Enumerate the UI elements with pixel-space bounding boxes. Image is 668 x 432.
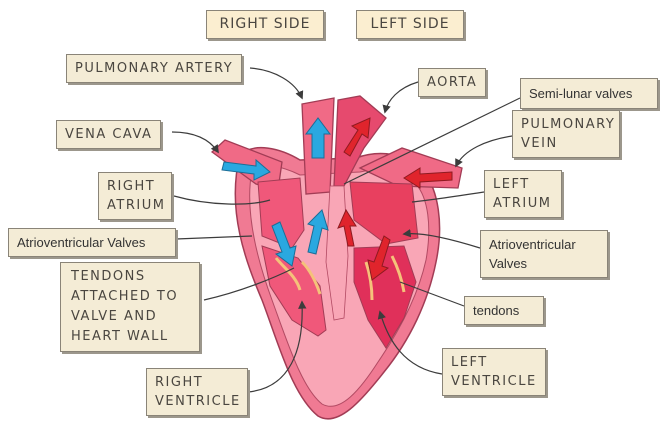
aorta-leader [382,81,419,114]
blue-arrow-into-ventricle [271,221,297,267]
semi-lunar-valves-label: Semi-lunar valves [520,78,658,109]
right-tendon [274,257,302,291]
blue-arrow-vena-cava [221,158,271,181]
left-ventricle-label: LEFT VENTRICLE [442,348,546,396]
pulmonary-vein-label-line-1: PULMONARY [521,117,616,132]
av-valves-left-label: Atrioventricular Valves [8,228,176,257]
tendons-attached-leader [203,267,295,301]
vena-cava-leader [171,131,219,154]
right-atrium-label-line-1: RIGHT [107,179,156,194]
tendons-attached-line-2: ATTACHED TO [71,289,179,304]
pulmonary-artery-leader [249,67,304,100]
right-ventricle-label-line-2: VENTRICLE [155,394,241,409]
left-ventricle-label-line-2: VENTRICLE [451,374,537,389]
tendons-attached-line-3: VALVE AND [71,309,158,324]
tendons-attached-line-1: TENDONS [71,269,146,284]
right-ventricle-leader [247,300,307,393]
tendons-attached-label: TENDONS ATTACHED TO VALVE AND HEART WALL [60,262,200,352]
av-valves-right-label: Atrioventricular Valves [480,230,608,278]
av-valves-right-leader [402,229,481,249]
right-atrium-label: RIGHT ATRIUM [98,172,172,220]
left-side-header: LEFT SIDE [356,10,464,39]
pulmonary-vein-label-line-2: VEIN [521,136,558,151]
left-atrium-leader [411,191,485,203]
right-side-header: RIGHT SIDE [206,10,324,39]
left-tendon-2 [390,255,406,293]
aorta-label: AORTA [418,68,487,97]
semi-lunar-leader [343,97,521,185]
left-ventricle-label-line-1: LEFT [451,355,488,370]
av-valves-left-leader [175,235,253,240]
left-atrium-label: LEFT ATRIUM [484,170,562,218]
leader-lines [171,67,521,393]
left-tendon [364,261,374,301]
right-ventricle-label: RIGHT VENTRICLE [146,368,248,416]
right-atrium-chamber [257,177,305,249]
tendons-label: tendons [464,296,544,325]
red-arrow-out-of-ventricle [337,208,357,247]
left-atrium-label-line-2: ATRIUM [493,196,552,211]
red-arrow-into-ventricle [367,235,391,281]
left-atrium-chamber [349,181,419,245]
av-valves-right-label-line-2: Valves [489,256,528,271]
pulmonary-vein-leader [455,135,513,168]
pulmonary-artery-label: PULMONARY ARTERY [66,54,243,83]
red-arrow-pulmonary-vein [403,167,453,189]
av-valves-right-label-line-1: Atrioventricular [489,237,576,252]
blood-flow-arrows [221,117,453,281]
vena-cava-label: VENA CAVA [56,120,162,149]
pulmonary-vein-label: PULMONARY VEIN [512,110,620,158]
red-arrow-aorta [343,117,371,157]
right-tendon-2 [300,260,322,295]
blue-arrow-pulmonary-artery [305,117,331,159]
left-atrium-label-line-1: LEFT [493,177,530,192]
blue-arrow-out-of-ventricle [307,209,329,255]
right-atrium-label-line-2: ATRIUM [107,198,166,213]
tendons-attached-line-4: HEART WALL [71,329,169,344]
tendons-leader [399,281,465,307]
left-ventricle-leader [377,310,443,375]
right-ventricle-label-line-1: RIGHT [155,375,204,390]
right-atrium-leader [173,195,271,205]
